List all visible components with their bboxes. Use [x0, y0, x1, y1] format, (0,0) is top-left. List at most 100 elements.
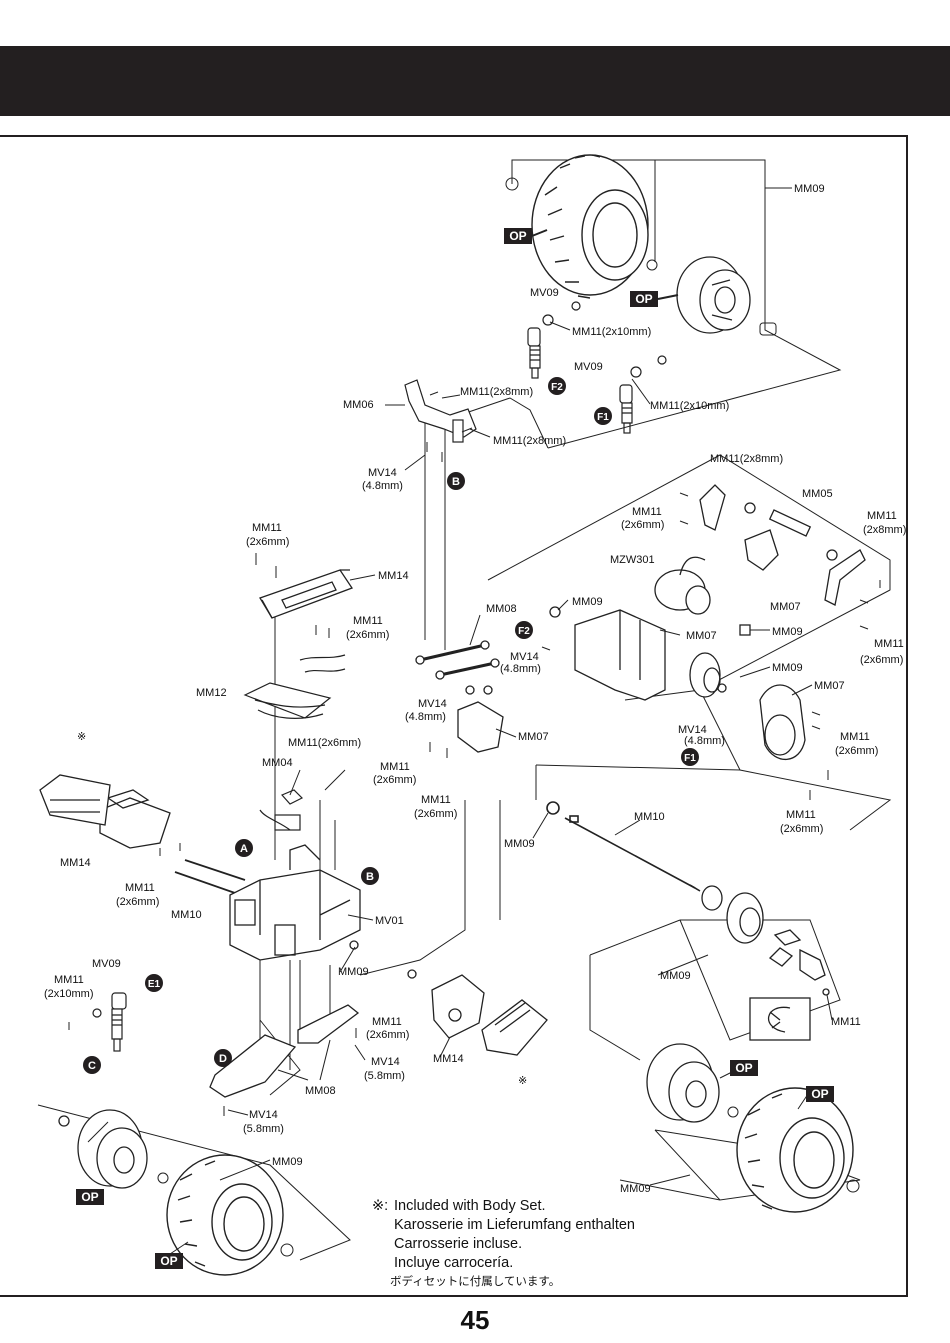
servo-mm04	[259, 789, 304, 831]
label-size: (2x6mm)	[621, 519, 664, 531]
label-mm04: MM04	[262, 757, 293, 769]
svg-text:C: C	[88, 1060, 96, 1072]
label-mm11: MM11	[632, 506, 662, 518]
label-mm08: MM08	[305, 1085, 336, 1097]
tire-bl	[166, 1154, 284, 1276]
op-badge-wheel-top: OP	[630, 291, 679, 307]
label-mm11: MM11	[54, 974, 84, 986]
label-mv01: MV01	[375, 915, 404, 927]
receiver-box-mm14	[259, 569, 353, 619]
label-mv14: MV14	[368, 467, 397, 479]
label-mzw301: MZW301	[610, 554, 655, 566]
label-mm11: MM11	[380, 761, 410, 773]
label-mm09: MM09	[620, 1183, 651, 1195]
label-mm09: MM09	[660, 970, 691, 982]
op-badge-wheel-bl: OP	[76, 1189, 104, 1205]
marker-e1: E1	[145, 974, 163, 992]
tire-top	[531, 154, 649, 299]
svg-text:F2: F2	[551, 382, 563, 393]
label-size: (2x6mm)	[860, 654, 903, 666]
label-mm11: MM11	[831, 1016, 861, 1028]
motor-mzw301	[654, 556, 751, 636]
front-bumper-mm14	[39, 774, 171, 849]
tire-br	[736, 1087, 854, 1213]
propshaft-mm10	[546, 801, 701, 892]
note-ja: ボディセットに付属しています。	[390, 1274, 561, 1288]
asterisk: ※	[518, 1075, 527, 1087]
label-mm11: MM11	[867, 510, 897, 522]
bearing-top	[759, 322, 777, 336]
label-size: (4.8mm)	[362, 480, 403, 492]
marker-f1-mid: F1	[681, 748, 699, 766]
screws	[68, 391, 881, 1116]
label-mm11: MM11	[421, 794, 451, 806]
note-en: Included with Body Set.	[394, 1198, 546, 1214]
label-mm07: MM07	[518, 731, 549, 743]
label-mm08: MM08	[486, 603, 517, 615]
label-mm11: MM11	[874, 638, 904, 650]
label-mv14: MV14	[678, 724, 707, 736]
markers: F2 F1 B F2 F1 A B E1 C D	[83, 377, 699, 1074]
label-size: (4.8mm)	[405, 711, 446, 723]
label-size: (2x6mm)	[116, 896, 159, 908]
rear-chassis-mm14	[407, 969, 548, 1056]
marker-f2-mid: F2	[515, 621, 533, 639]
label-mm14: MM14	[60, 857, 91, 869]
label-mm07: MM07	[686, 630, 717, 642]
label-mm09: MM09	[338, 966, 369, 978]
esc-board-mm12	[243, 654, 346, 719]
asterisk: ※	[77, 731, 86, 743]
label-mm12: MM12	[196, 687, 227, 699]
label-size: (5.8mm)	[243, 1123, 284, 1135]
label-mm11: MM11(2x8mm)	[493, 435, 566, 447]
e-clip-detail	[749, 997, 811, 1041]
svg-text:B: B	[366, 871, 374, 883]
marker-c: C	[83, 1056, 101, 1074]
gear-box-rear	[457, 685, 504, 753]
svg-text:OP: OP	[811, 1087, 828, 1101]
op-badge-tire-br: OP	[806, 1086, 834, 1102]
svg-text:F2: F2	[518, 626, 530, 637]
guide-line	[511, 159, 842, 449]
label-size: (2x6mm)	[414, 808, 457, 820]
marker-b-chassis: B	[361, 867, 379, 885]
label-mm05: MM05	[802, 488, 833, 500]
part-labels: MM09 MV09 MM11(2x10mm) MV09 MM11(2x10mm)…	[44, 183, 906, 1195]
link-mm08	[415, 640, 500, 680]
header-bar	[0, 46, 950, 116]
gearbox-mm07	[549, 606, 666, 701]
label-size: (2x8mm)	[863, 524, 906, 536]
marker-f2-top: F2	[548, 377, 566, 395]
label-mm11: MM11	[372, 1016, 402, 1028]
label-mv09: MV09	[530, 287, 559, 299]
diff-gear-mm09	[701, 885, 830, 996]
label-size: (2x6mm)	[780, 823, 823, 835]
note-de: Karosserie im Lieferumfang enthalten	[394, 1217, 635, 1233]
svg-text:OP: OP	[735, 1061, 752, 1075]
marker-d: D	[214, 1049, 232, 1067]
label-mm07: MM07	[770, 601, 801, 613]
label-size: (2x10mm)	[44, 988, 94, 1000]
label-mm06: MM06	[343, 399, 374, 411]
spur-gear	[689, 652, 727, 698]
label-mv14: MV14	[510, 651, 539, 663]
wheel-bl	[58, 1109, 148, 1189]
label-mm11: MM11(2x6mm)	[288, 737, 361, 749]
servo-saver-mm05	[699, 484, 866, 606]
damper-mount-mm06	[404, 379, 477, 443]
svg-text:B: B	[452, 476, 460, 488]
label-mv09: MV09	[92, 958, 121, 970]
svg-text:OP: OP	[160, 1254, 177, 1268]
page-number: 45	[460, 1305, 490, 1335]
chassis	[229, 844, 361, 961]
diagram-frame	[0, 135, 908, 1297]
note-es: Incluye carrocería.	[394, 1255, 514, 1271]
label-mm11: MM11(2x8mm)	[710, 453, 783, 465]
label-size: (2x6mm)	[346, 629, 389, 641]
nut-top	[505, 177, 519, 191]
label-mm14: MM14	[433, 1053, 464, 1065]
op-badge-wheel-br: OP	[730, 1060, 758, 1076]
svg-text:F1: F1	[597, 412, 609, 423]
label-size: (4.8mm)	[500, 663, 541, 675]
